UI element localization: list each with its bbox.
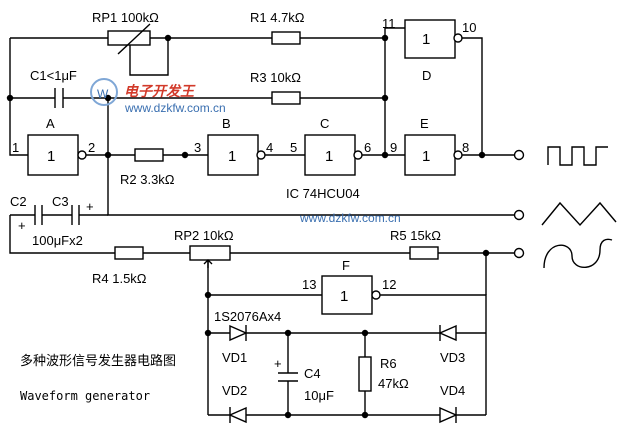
label-vd3: VD3 (440, 350, 465, 365)
capacitor-c3 (71, 205, 80, 225)
resistor-r2 (134, 148, 164, 162)
label-vd4: VD4 (440, 383, 465, 398)
label-vd2: VD2 (222, 383, 247, 398)
polarity-plus-c2: + (18, 218, 26, 233)
gate-e: 1 (404, 134, 463, 176)
wire-c2-down (9, 215, 515, 254)
diode-vd1 (229, 324, 248, 342)
label-r1: R1 4.7kΩ (250, 10, 305, 25)
label-gate-b: B (222, 116, 231, 131)
wire-top (10, 27, 405, 155)
label-c4: C4 (304, 366, 321, 381)
pin-11: 11 (382, 16, 396, 31)
label-vd1: VD1 (222, 350, 247, 365)
label-c2: C2 (10, 194, 27, 209)
label-rp1: RP1 100kΩ (92, 10, 159, 25)
caption-english: Waveform generator (20, 389, 150, 403)
pin-8: 8 (462, 140, 469, 155)
label-gate-a: A (46, 116, 55, 131)
svg-text:1: 1 (47, 148, 55, 165)
label-r6-value: 47kΩ (378, 376, 409, 391)
sine-wave-icon (543, 238, 613, 269)
rp1-arrow (117, 23, 151, 55)
label-r5: R5 15kΩ (390, 228, 441, 243)
watermark: W 电子开发王 www.dzkfw.com.cn www.dzkfw.com.c… (90, 78, 401, 225)
pin-1: 1 (12, 140, 19, 155)
triangle-wave-icon (541, 201, 617, 227)
label-gate-c: C (320, 116, 329, 131)
diode-vd4 (439, 406, 458, 424)
diode-vd3 (438, 324, 457, 342)
svg-text:1: 1 (422, 31, 430, 48)
junctions (6, 34, 490, 419)
svg-text:1: 1 (228, 148, 236, 165)
wire-rp1-wiper (129, 38, 169, 76)
gate-b: 1 (207, 134, 266, 176)
label-gate-e: E (420, 116, 429, 131)
svg-text:www.dzkfw.com.cn: www.dzkfw.com.cn (124, 101, 226, 115)
wire-left-vertical (9, 38, 28, 156)
resistor-r4 (114, 246, 144, 260)
capacitor-c4 (278, 372, 298, 382)
pin-13: 13 (302, 277, 316, 292)
svg-text:www.dzkfw.com.cn: www.dzkfw.com.cn (299, 211, 401, 225)
label-c3: C3 (52, 194, 69, 209)
polarity-plus-c3: + (86, 199, 94, 214)
resistor-rp2 (189, 245, 231, 261)
pin-5: 5 (290, 140, 297, 155)
rp2-wiper-arrow (203, 259, 213, 268)
pin-10: 10 (462, 20, 476, 35)
svg-text:1: 1 (422, 148, 430, 165)
pin-9: 9 (390, 140, 397, 155)
svg-text:W: W (97, 87, 109, 101)
pin-4: 4 (266, 140, 273, 155)
label-c23-value: 100μFx2 (32, 233, 83, 248)
svg-text:电子开发王: 电子开发王 (124, 83, 196, 100)
pin-2: 2 (88, 140, 95, 155)
label-c1: C1<1μF (30, 68, 77, 83)
gate-c: 1 (304, 134, 363, 176)
capacitor-c1 (54, 88, 64, 108)
capacitor-c2 (34, 205, 43, 225)
gate-a: 1 (27, 134, 87, 176)
wire-d-out (461, 37, 483, 155)
resistor-r3 (271, 91, 301, 105)
label-r2: R2 3.3kΩ (120, 172, 175, 187)
pin-3: 3 (194, 140, 201, 155)
caption-chinese: 多种波形信号发生器电路图 (20, 353, 176, 369)
output-terminals (513, 149, 525, 259)
pin-12: 12 (382, 277, 396, 292)
label-gate-d: D (422, 68, 431, 83)
label-ic: IC 74HCU04 (286, 186, 360, 201)
resistor-r5 (409, 246, 439, 260)
diode-vd2 (228, 406, 247, 424)
label-r4: R4 1.5kΩ (92, 271, 147, 286)
label-r3: R3 10kΩ (250, 70, 301, 85)
svg-text:1: 1 (340, 288, 348, 305)
pin-6: 6 (364, 140, 371, 155)
polarity-plus-c4: + (274, 356, 282, 371)
gate-d: 1 (404, 19, 463, 59)
label-diodes: 1S2076Ax4 (214, 309, 281, 324)
label-c4-value: 10μF (304, 388, 334, 403)
gate-f: 1 (321, 275, 381, 315)
resistor-r6 (358, 356, 372, 392)
label-r6: R6 (380, 356, 397, 371)
label-gate-f: F (342, 258, 350, 273)
svg-text:1: 1 (325, 148, 333, 165)
square-wave-icon (547, 146, 608, 166)
label-rp2: RP2 10kΩ (174, 228, 234, 243)
resistor-r1 (271, 31, 301, 45)
